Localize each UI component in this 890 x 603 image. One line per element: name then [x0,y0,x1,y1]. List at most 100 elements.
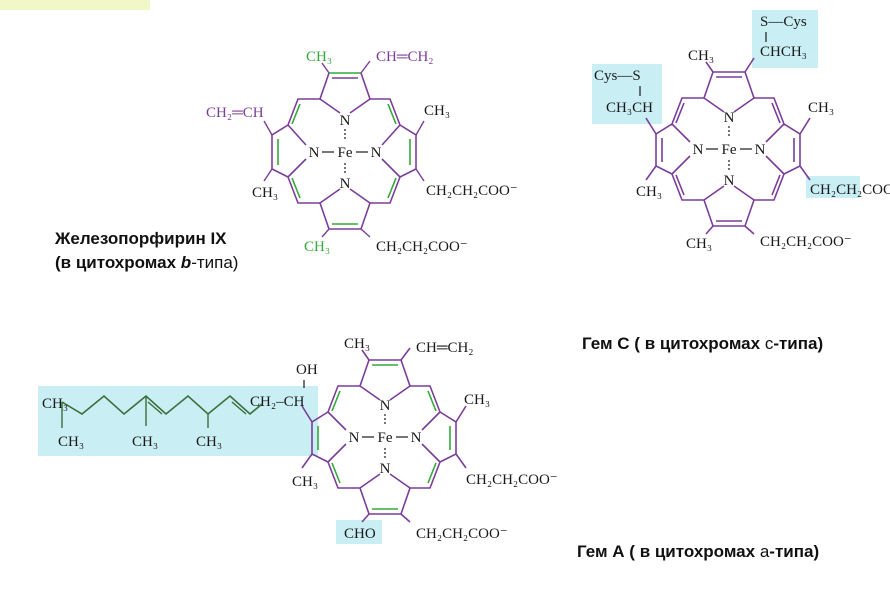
heme-b-bond-c4 [381,158,401,178]
heme-b-bond-b1 [271,124,289,178]
farnesyl-ch3-1: CH₃ [42,396,68,412]
heme-a-oh: OH [296,362,318,378]
corner-tint [0,0,150,10]
heme-b-ch3-bottom: CH₃ [304,239,330,255]
heme-b-bond-c3 [381,124,401,146]
heme-b-vinyl-top: CH═CH₂ [376,49,434,65]
heme-b-sub-bond-5 [415,120,425,136]
heme-b-porphyrin: Fe N N N N CH₃ CH═CH₂ CH₂═CH CH₃ CH₃ CH₂… [206,49,518,255]
heme-b-caption-letter: b [181,253,191,272]
heme-b-sub-bond-7 [321,228,330,238]
heme-b-caption-close: -типа) [191,253,238,272]
heme-a-ch3-right: CH₃ [464,392,490,408]
heme-c-substituents: CH₃ S—Cys CHCH₃ Cys—S CH₃CH CH₃ CH₃ CH₂C… [594,14,890,252]
farnesyl-zigzag [61,394,263,416]
farnesyl-methyls: CH₃ CH₃ CH₃ CH₃ [42,396,222,450]
heme-c-caption-close: -типа) [773,334,823,353]
heme-b-bond-a3 [360,72,371,100]
heme-c-s-cys: S—Cys [760,14,807,30]
heme-a-caption: Гем А ( в цитохромах а-типа) [577,542,819,561]
heme-a-substituents: CH₃ CH═CH₂ OH CH₂–CH CH₃ CH₃ CH₂CH₂COO⁻ … [250,336,558,542]
farnesyl-ch3-4: CH₃ [196,434,222,450]
heme-c-porphyrin: Fe N N N N CH₃ S—Cys CHCH₃ Cys—S CH₃CH C… [594,14,890,252]
highlights [38,10,860,544]
heme-c-n-right: N [755,142,766,158]
heme-c-cys-s: Cys—S [594,68,641,84]
heme-b-bond-b4 [287,158,307,178]
heme-b-meso-br [370,176,401,204]
heme-c-bond-b [655,123,691,175]
heme-b-bond-a5 [349,98,371,114]
heme-a-n-right: N [411,430,422,446]
heme-c-n-bottom: N [724,173,735,189]
heme-c-propionate-bottom: CH₂CH₂COO⁻ [760,234,852,250]
heme-a-ch2ch: CH₂–CH [250,394,305,410]
heme-b-ch3-right: CH₃ [424,103,450,119]
heme-b-bond-a4 [319,98,341,114]
heme-a-bond-c [421,411,457,463]
heme-b-meso-bl2 [291,177,301,199]
heme-a-farnesyl-highlight [38,386,318,456]
heme-b-n-top: N [340,113,351,129]
heme-c-bond-a [703,71,755,99]
heme-c-caption: Гем С ( в цитохромах с-типа) [582,334,823,353]
heme-c-highlight-left [592,64,662,124]
heme-a-bond-a [359,359,411,387]
heme-b-bond-d1 [319,202,371,230]
heme-c-n-top: N [724,110,735,126]
heme-c-highlight-top [752,10,818,68]
heme-c-meso-b [671,173,785,201]
heme-b-ring-bonds [271,72,417,230]
heme-a-porphyrin: Fe N N N N CH₃ CH═CH₂ OH CH₂–CH CH₃ CH₃ … [250,336,558,542]
captions: Железопорфирин IX (в цитохромах b-типа) … [54,229,823,561]
heme-a-n-left: N [349,430,360,446]
heme-c-bond-a3 [703,97,755,113]
farnesyl-double-1 [147,401,163,415]
heme-c-sub-bonds [645,57,811,235]
heme-b-core-atoms: Fe N N N N [309,113,382,192]
heme-c-bond-d [703,185,755,227]
heme-b-bond-d4 [349,188,371,204]
heme-b-meso-tr2 [387,103,397,125]
heme-a-caption-open: Гем А ( в цитохромах [577,542,760,561]
heme-b-fe: Fe [338,145,353,161]
heme-a-n-top: N [380,398,391,414]
farnesyl-ch3-3: CH₃ [132,434,158,450]
heme-a-meso-b2 [331,462,437,484]
heme-b-bond-d3 [319,188,341,204]
heme-b-meso-tl2 [291,103,301,125]
heme-b-n-bottom: N [340,176,351,192]
heme-c-fe-bonds [706,126,752,170]
heme-b-n-left: N [309,145,320,161]
heme-a-bond-b [311,411,347,463]
heme-a-farnesyl-chain: CH₃ CH₃ CH₃ CH₃ [42,394,263,450]
heme-b-bond-a1 [319,72,330,100]
heme-c-highlight-right [806,176,860,198]
heme-a-cho-highlight [336,520,382,544]
heme-a-ch3-left: CH₃ [292,474,318,490]
heme-b-n-right: N [371,145,382,161]
heme-a-fe: Fe [378,430,393,446]
farnesyl-ch3-2: CH₃ [58,434,84,450]
heme-a-propionate-right: CH₂CH₂COO⁻ [466,472,558,488]
heme-b-sub-bond-4 [263,168,273,182]
heme-b-sub-bond-1 [321,62,330,74]
heme-b-fe-bonds [322,129,368,173]
heme-a-bond-a3 [359,385,411,401]
heme-c-ch3-left: CH₃ [636,184,662,200]
heme-b-vinyl-left: CH₂═CH [206,105,264,121]
heme-c-chch3: CHCH₃ [760,44,807,60]
heme-a-core-atoms: Fe N N N N [349,398,422,477]
heme-a-sub-bonds [301,347,467,523]
heme-c-caption-letter: с [765,334,774,353]
heme-b-sub-bond-2 [360,60,371,74]
heme-a-vinyl-top: CH═CH₂ [416,340,474,356]
heme-a-ring-bonds [301,347,467,523]
heme-b-bond-c1 [399,124,417,178]
heme-a-caption-close: -типа) [769,542,819,561]
heme-c-fe: Fe [722,142,737,158]
heme-b-sub-bond-6 [415,168,425,182]
heme-c-caption-open: Гем С ( в цитохромах [582,334,765,353]
heme-c-core-atoms: Fe N N N N [693,110,766,189]
